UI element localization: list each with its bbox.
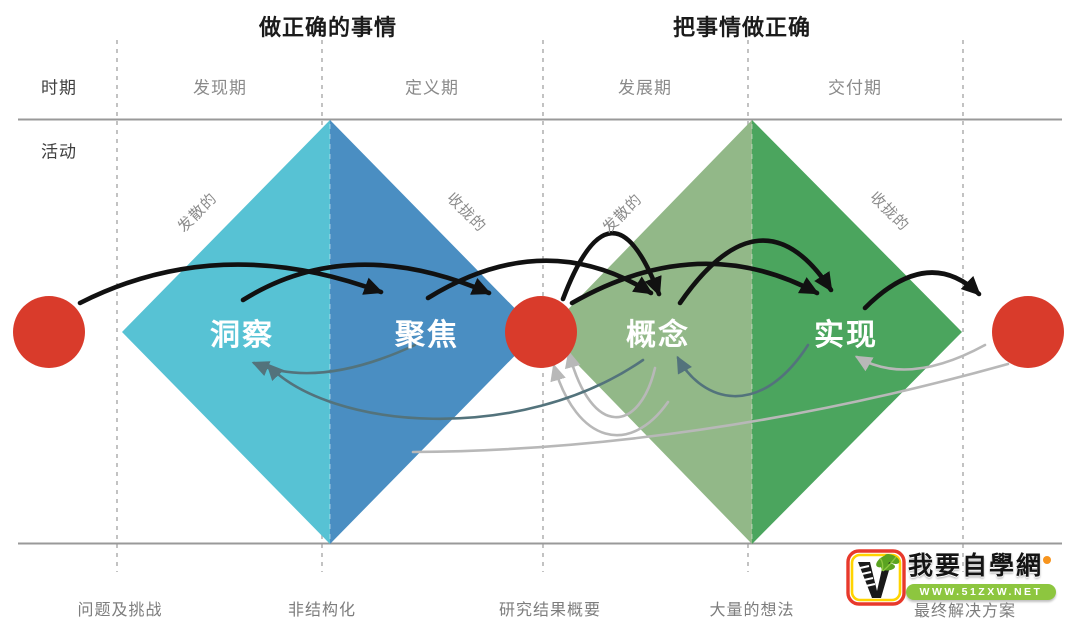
forward-arrow-brief-to-deliver (569, 261, 820, 306)
forward-arrow-deliver-to-solution (862, 270, 982, 311)
period-deliver: 交付期 (828, 78, 882, 98)
51zxw-site-name: 我要自學網 (908, 552, 1044, 580)
left-diamond (122, 120, 538, 544)
back-arrow-deliver-to-concept (676, 343, 810, 398)
row-label-period: 时期 (41, 78, 77, 98)
forward-arrow-concept-to-deliver (677, 238, 834, 306)
milestone-problems: 问题及挑战 (77, 602, 163, 619)
milestone-circle-start (13, 296, 85, 368)
back-arrow-concept-to-brief (564, 350, 657, 419)
milestone-final-solution: 最终解决方案 (913, 603, 1017, 620)
milestone-circle-brief (505, 296, 577, 368)
axis-lines (18, 118, 1062, 545)
forward-arrow-start-to-focus (77, 262, 384, 306)
stage-implement: 实现 (814, 319, 878, 352)
milestone-circles (13, 296, 1064, 368)
forward-arrow-insight-to-brief (240, 262, 492, 303)
stage-concept: 概念 (626, 319, 690, 352)
period-discover: 发现期 (193, 78, 247, 98)
51zxw-logo-icon (846, 549, 906, 606)
back-arrow-solution-to-deliver (854, 343, 987, 372)
stage-insight: 洞察 (210, 319, 274, 352)
milestone-circle-solution (992, 296, 1064, 368)
forward-arrow-brief-to-concept (560, 231, 662, 302)
back-arrow-delivery-sweep (411, 362, 1010, 454)
right-diamond (546, 120, 962, 544)
stage-focus: 聚焦 (395, 319, 459, 352)
milestone-research-brief: 研究结果概要 (498, 602, 602, 619)
51zxw-site-url: WWW.51ZXW.NET (906, 584, 1056, 600)
forward-arrows (77, 231, 982, 311)
51zxw-orange-dot (1043, 556, 1051, 564)
back-arrow-concept-to-insight (266, 358, 645, 421)
left-section-title: 做正确的事情 (258, 15, 398, 40)
right-section-title: 把事情做正确 (672, 15, 812, 40)
back-arrow-ideas-to-brief (550, 363, 670, 437)
milestone-unstructured: 非结构化 (287, 602, 357, 619)
backward-arrows (251, 343, 1010, 454)
period-define: 定义期 (405, 78, 459, 98)
period-develop: 发展期 (618, 78, 672, 98)
row-label-activity: 活动 (41, 142, 77, 162)
milestone-many-ideas: 大量的想法 (709, 602, 795, 619)
